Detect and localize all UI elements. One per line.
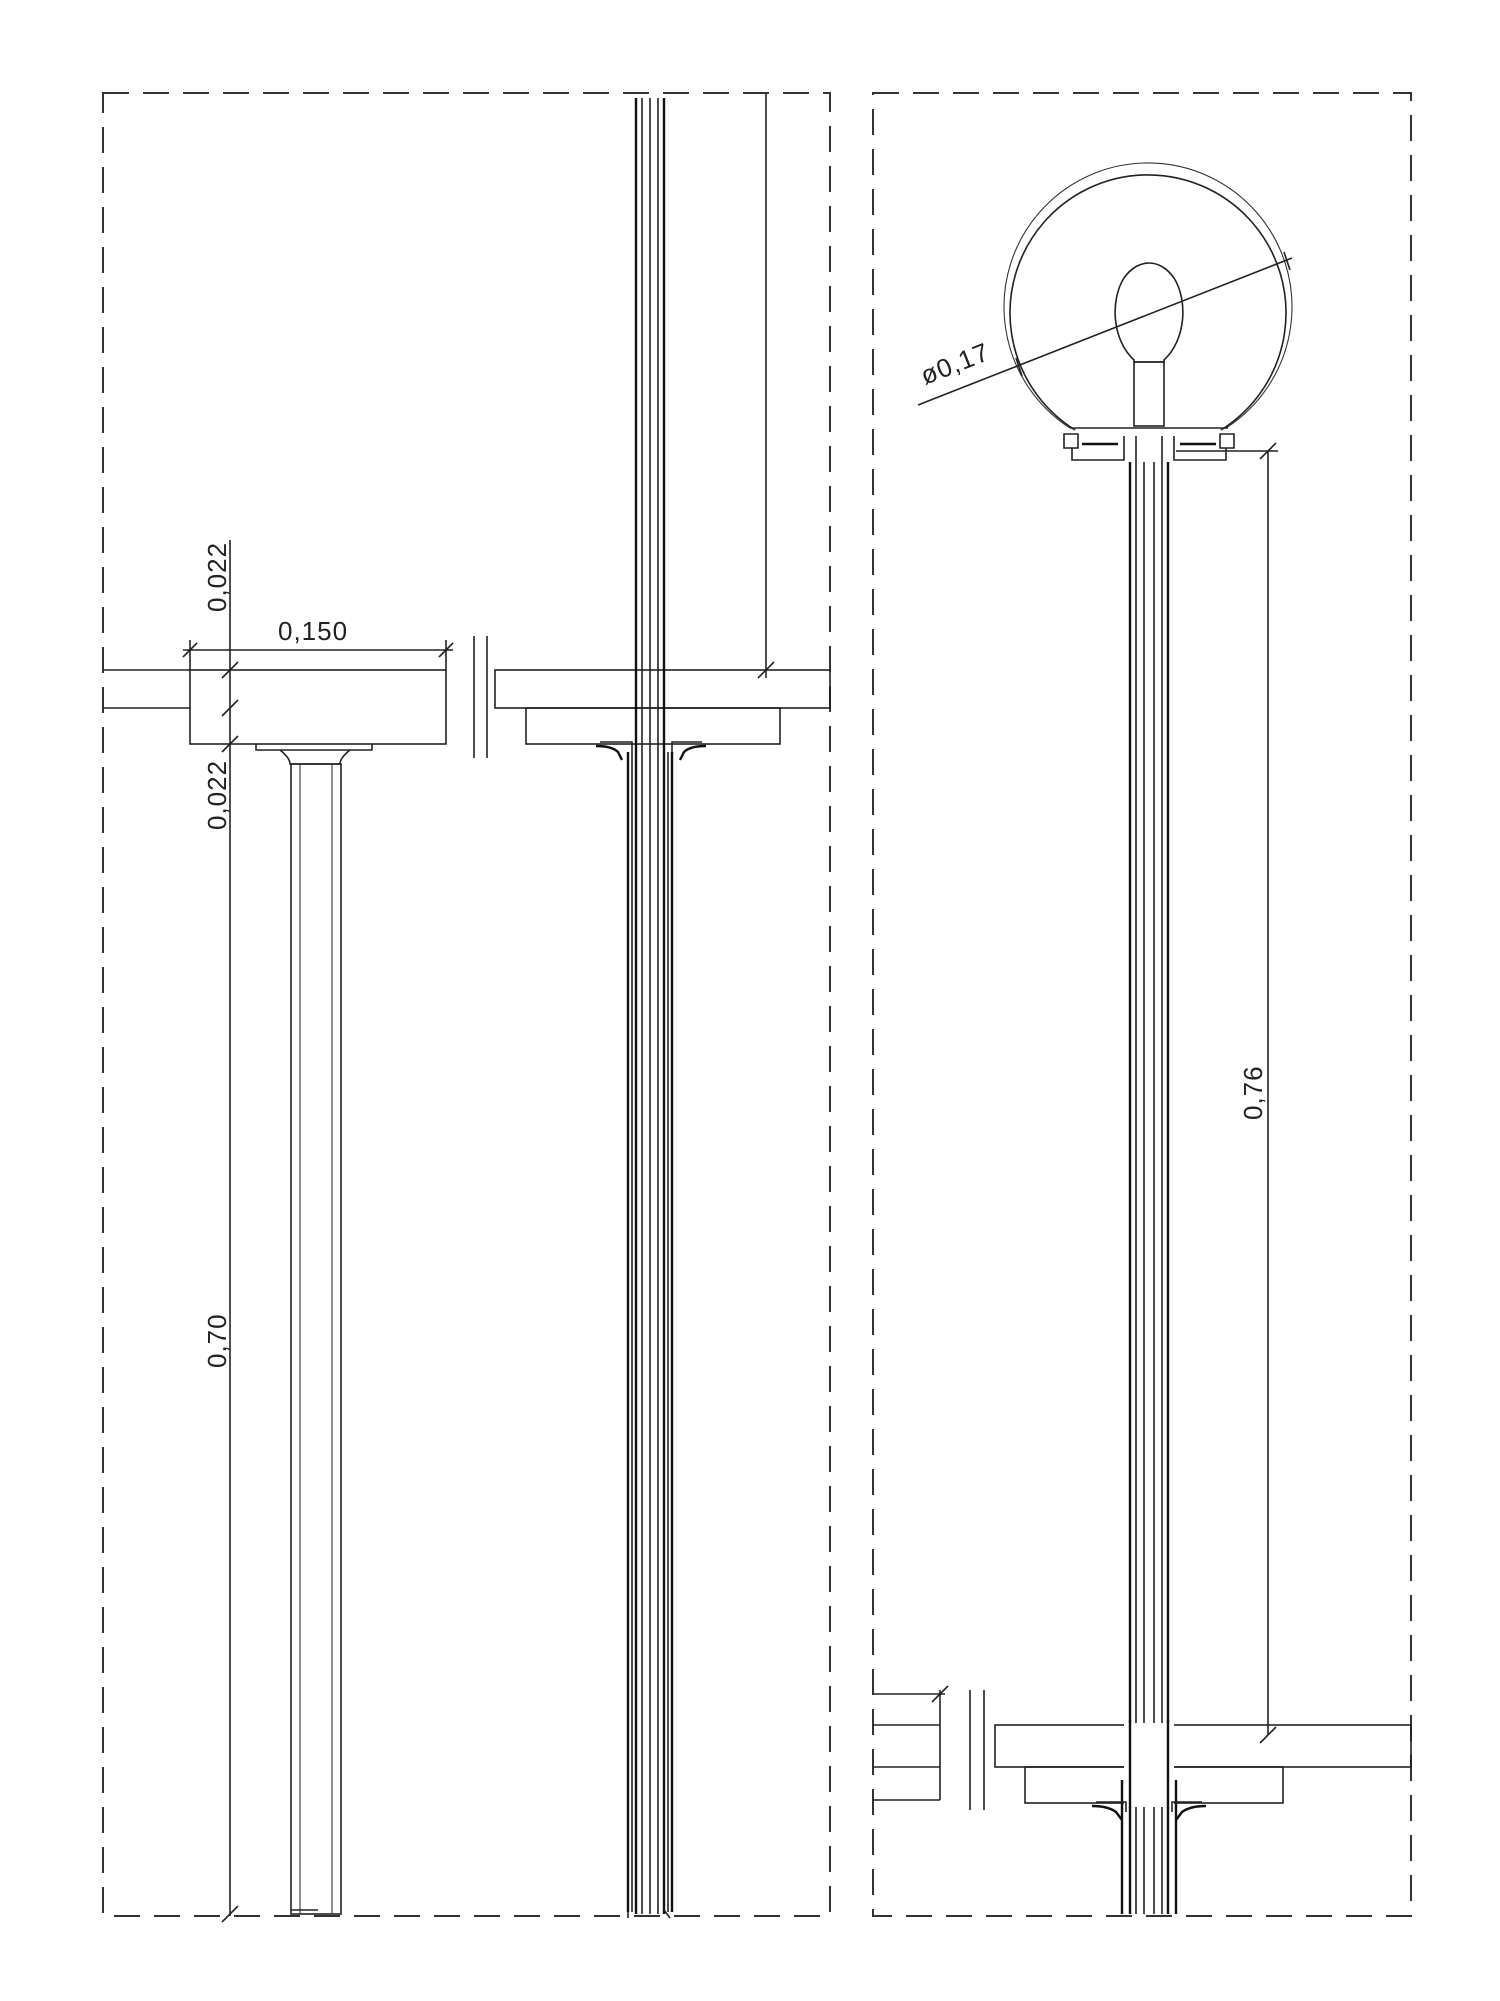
dim-flange-width: 0,150 (182, 616, 454, 670)
stem-pipe-right (1120, 462, 1178, 1914)
right-view-frame (872, 92, 1412, 1917)
dim-globe-diameter: ø0,17 (916, 251, 1293, 406)
dim-flange-bottom-text: 0,022 (202, 760, 232, 830)
pipe-section-left (626, 98, 674, 1919)
dim-vertical-chain: 0,022 0,022 0,70 (202, 540, 239, 1923)
bulb-outline (1114, 262, 1184, 363)
globe-lamp (1003, 162, 1293, 462)
rod-body (290, 763, 342, 1915)
dim-flange-top-text: 0,022 (202, 542, 232, 612)
dim-stem-length-text: 0,76 (1238, 1065, 1268, 1120)
slab-section-left (494, 669, 831, 761)
dim-rod-length-text: 0,70 (202, 1313, 232, 1368)
detail-right (873, 1685, 985, 1810)
flange-elevation (103, 669, 447, 1915)
dim-stem-length: 0,76 (1176, 442, 1278, 1744)
dim-flange-width-text: 0,150 (278, 616, 348, 646)
slab-section-right (994, 1720, 1412, 1821)
break-lines-left (473, 636, 488, 758)
dim-top-left (757, 93, 775, 679)
left-view-frame (102, 92, 831, 1917)
globe-outline (1009, 174, 1287, 431)
dim-globe-diameter-text: ø0,17 (916, 336, 994, 390)
